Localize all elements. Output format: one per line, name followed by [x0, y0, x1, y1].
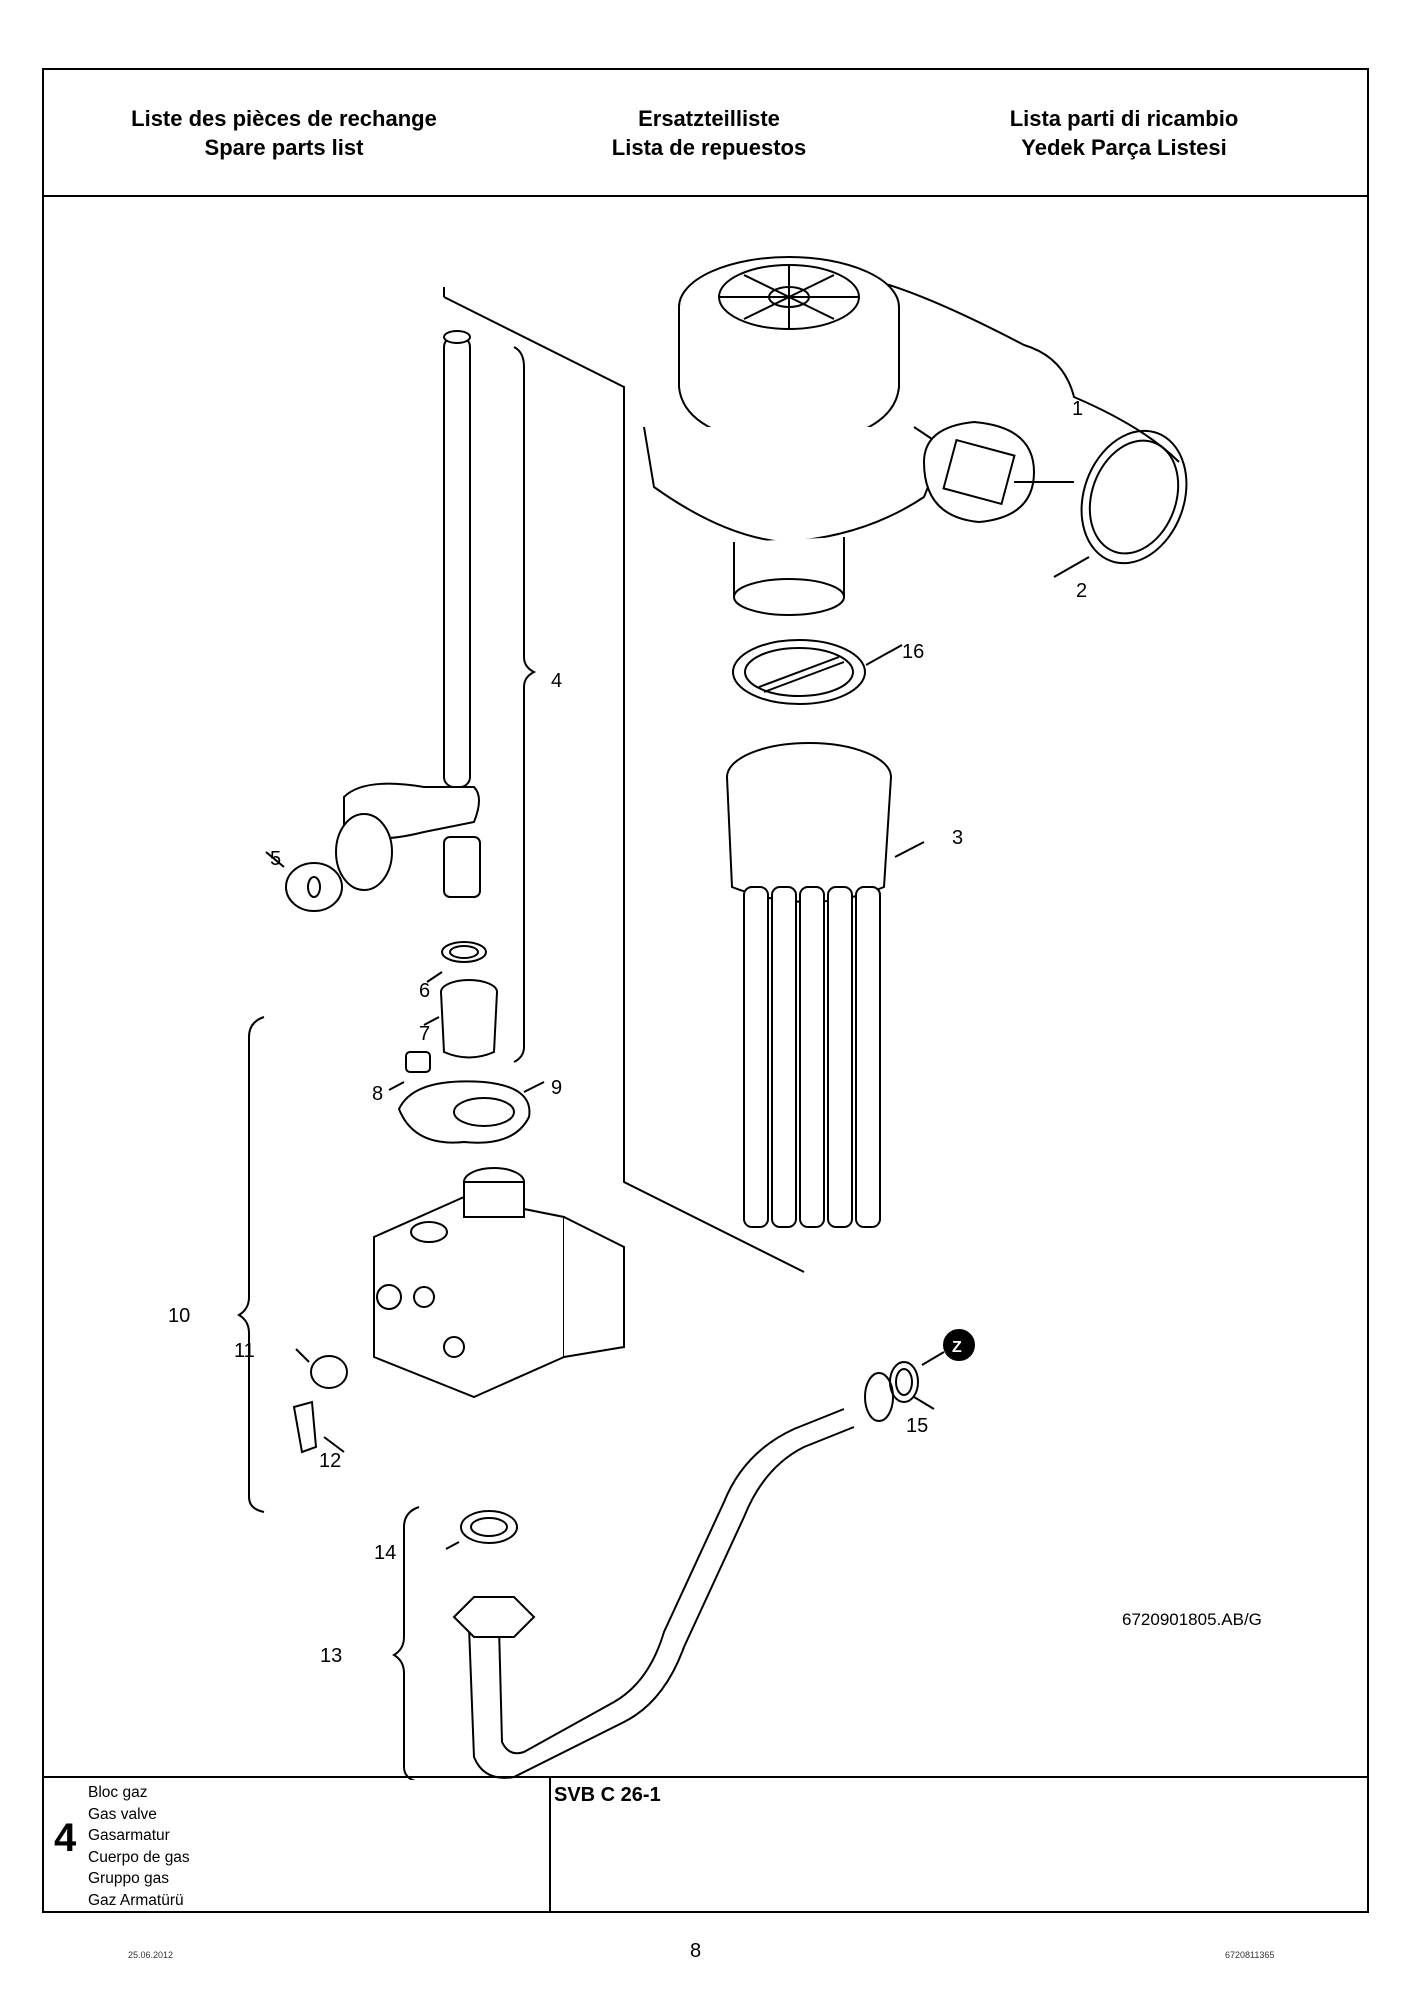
print-date: 25.06.2012: [128, 1950, 174, 1960]
cap-part-5: [265, 851, 343, 912]
screw-part-8: [388, 1051, 431, 1091]
callout-8: 8: [372, 1083, 383, 1105]
callout-7: 7: [419, 1023, 430, 1045]
parts-drawing-svg: 1 2 3 4 5 6 7 8 9 10 11 12 13 14 15 16 Z: [168, 256, 1188, 1780]
washer-part-15: [889, 1361, 935, 1410]
callout-2: 2: [1076, 580, 1087, 602]
gasket-part-9: [397, 1080, 545, 1144]
callout-10: 10: [168, 1305, 190, 1327]
gas-valve-body: [373, 1167, 625, 1399]
burner-part-3: [726, 742, 925, 1228]
model-name: SVB C 26-1: [554, 1784, 661, 1806]
header-es: Lista de repuestos: [611, 135, 807, 160]
callout-16: 16: [902, 641, 924, 663]
gas-pipe-part-13: [452, 1372, 894, 1779]
washer-part-6: [426, 941, 487, 983]
footer: 4 Bloc gaz Gas valve Gasarmatur Cuerpo d…: [44, 1776, 1367, 1911]
header-tr: Yedek Parça Listesi: [1021, 135, 1227, 160]
callout-6: 6: [419, 980, 430, 1002]
document-code: 6720811365: [1225, 1950, 1275, 1960]
callout-11: 11: [234, 1340, 255, 1362]
chapter-number: 4: [54, 1816, 77, 1860]
bracket-4: [513, 346, 537, 1063]
sleeve-part-7: [423, 979, 498, 1059]
name-it: Gruppo gas: [88, 1870, 169, 1887]
name-fr: Bloc gaz: [88, 1784, 148, 1801]
header-fr: Liste des pièces de rechange: [131, 106, 437, 131]
gas-pipe-part-4: [335, 330, 481, 898]
callout-13: 13: [320, 1645, 342, 1667]
callout-z: Z: [952, 1339, 962, 1356]
header-de: Ersatzteilliste: [638, 106, 780, 131]
name-es: Cuerpo de gas: [88, 1848, 190, 1866]
drawing-reference: 6720901805.AB/G: [1122, 1610, 1262, 1629]
header-en: Spare parts list: [204, 135, 364, 160]
z-marker: [943, 1329, 975, 1361]
name-en: Gas valve: [88, 1805, 157, 1823]
gasket-part-16: [732, 639, 903, 705]
part-group-names: Bloc gaz Gas valve Gasarmatur Cuerpo de …: [88, 1782, 190, 1911]
callout-9: 9: [551, 1077, 562, 1099]
callout-4: 4: [551, 670, 562, 692]
callout-12: 12: [319, 1450, 341, 1472]
bracket-13: [392, 1506, 420, 1780]
callout-14: 14: [374, 1542, 396, 1564]
clip-part-12: [292, 1400, 345, 1454]
ring-seal-part-2: [1014, 429, 1188, 578]
washer-part-14: [445, 1510, 518, 1550]
plug-part-11: [295, 1348, 348, 1389]
fan-blower-part: [643, 256, 1036, 616]
page-number: 8: [690, 1940, 702, 1962]
exploded-parts-drawing: 1 2 3 4 5 6 7 8 9 10 11 12 13 14 15 16 Z: [44, 197, 1367, 1780]
callout-5: 5: [270, 848, 281, 870]
header: Liste des pièces de rechange Spare parts…: [44, 70, 1367, 197]
group-line-tube: [443, 296, 805, 1273]
header-it: Lista parti di ricambio: [1009, 106, 1239, 131]
name-tr: Gaz Armatürü: [88, 1891, 184, 1909]
header-col-de-es: Ersatzteilliste Lista de repuestos: [509, 104, 909, 162]
bracket-10: [237, 1016, 265, 1513]
page-frame: Liste des pièces de rechange Spare parts…: [42, 68, 1369, 1913]
callout-3: 3: [952, 827, 963, 849]
footer-left: 4 Bloc gaz Gas valve Gasarmatur Cuerpo d…: [44, 1778, 551, 1911]
callout-15: 15: [906, 1415, 928, 1437]
callout-1: 1: [1072, 398, 1083, 420]
header-col-it-tr: Lista parti di ricambio Yedek Parça List…: [924, 104, 1324, 162]
leader-1: [840, 274, 1180, 463]
name-de: Gasarmatur: [88, 1827, 170, 1844]
header-col-fr-en: Liste des pièces de rechange Spare parts…: [84, 104, 484, 162]
